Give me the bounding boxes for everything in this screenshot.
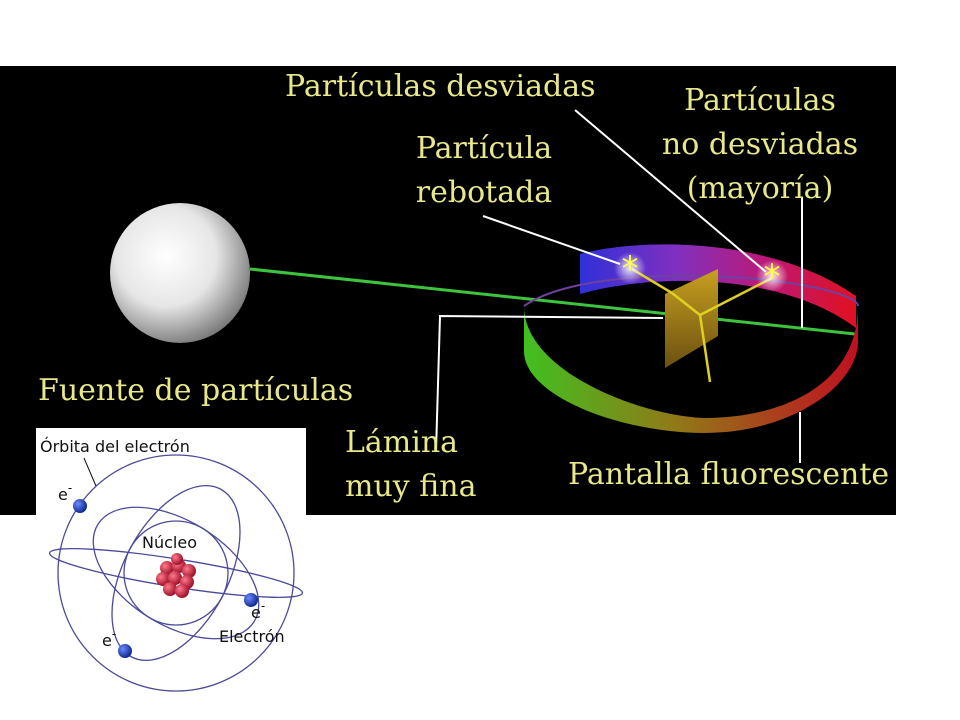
rutherford-experiment-svg: * * Partículas desviadas Partículas no d… [38, 69, 889, 504]
spark-glow-right [756, 260, 788, 292]
orbit-outer [57, 454, 295, 692]
label-undeflected-line3: (mayoría) [687, 171, 834, 206]
spark-glow-left [614, 252, 646, 284]
label-electron: Electrón [219, 627, 285, 646]
spark-star-right: * [764, 257, 781, 297]
electron-symbol-2: e- [251, 599, 265, 622]
label-foil-line2: muy fina [345, 469, 477, 504]
electron-bottom-left [118, 644, 132, 658]
label-electron-orbit: Órbita del electrón [40, 437, 190, 456]
spark-star-left: * [622, 249, 639, 289]
particle-beam [249, 267, 856, 336]
electron-top-left [73, 499, 87, 513]
screen-front-wall [524, 306, 858, 433]
gold-foil [665, 269, 718, 368]
label-rebound-line1: Partícula [416, 131, 552, 166]
label-deflected-particles: Partículas desviadas [285, 69, 596, 104]
label-fluorescent-screen: Pantalla fluorescente [568, 457, 889, 492]
particle-source-sphere [110, 203, 250, 343]
rebound-path [631, 267, 701, 316]
label-nucleus: Núcleo [142, 533, 197, 552]
electron-right [244, 593, 258, 607]
screen-back-wall [580, 244, 856, 328]
label-undeflected-line1: Partículas [684, 83, 836, 118]
leader-rebound [482, 215, 621, 265]
atom-model-diagram: Órbita del electrón Núcleo Electrón e- e… [36, 428, 306, 698]
electron-symbol-3: e- [102, 627, 116, 650]
orbit-inner [123, 520, 229, 626]
leader-foil [435, 314, 664, 453]
label-rebound-line2: rebotada [416, 175, 553, 210]
leader-deflected [574, 109, 767, 273]
electron-symbol-1: e- [58, 481, 72, 504]
nucleus [156, 553, 196, 598]
label-foil-line1: Lámina [345, 425, 458, 460]
undeflected-down-path [698, 314, 712, 383]
atom-model-svg: Órbita del electrón Núcleo Electrón e- e… [40, 437, 304, 692]
label-particle-source: Fuente de partículas [38, 373, 353, 408]
leader-orbit [83, 457, 97, 487]
label-undeflected-line2: no desviadas [662, 127, 858, 162]
